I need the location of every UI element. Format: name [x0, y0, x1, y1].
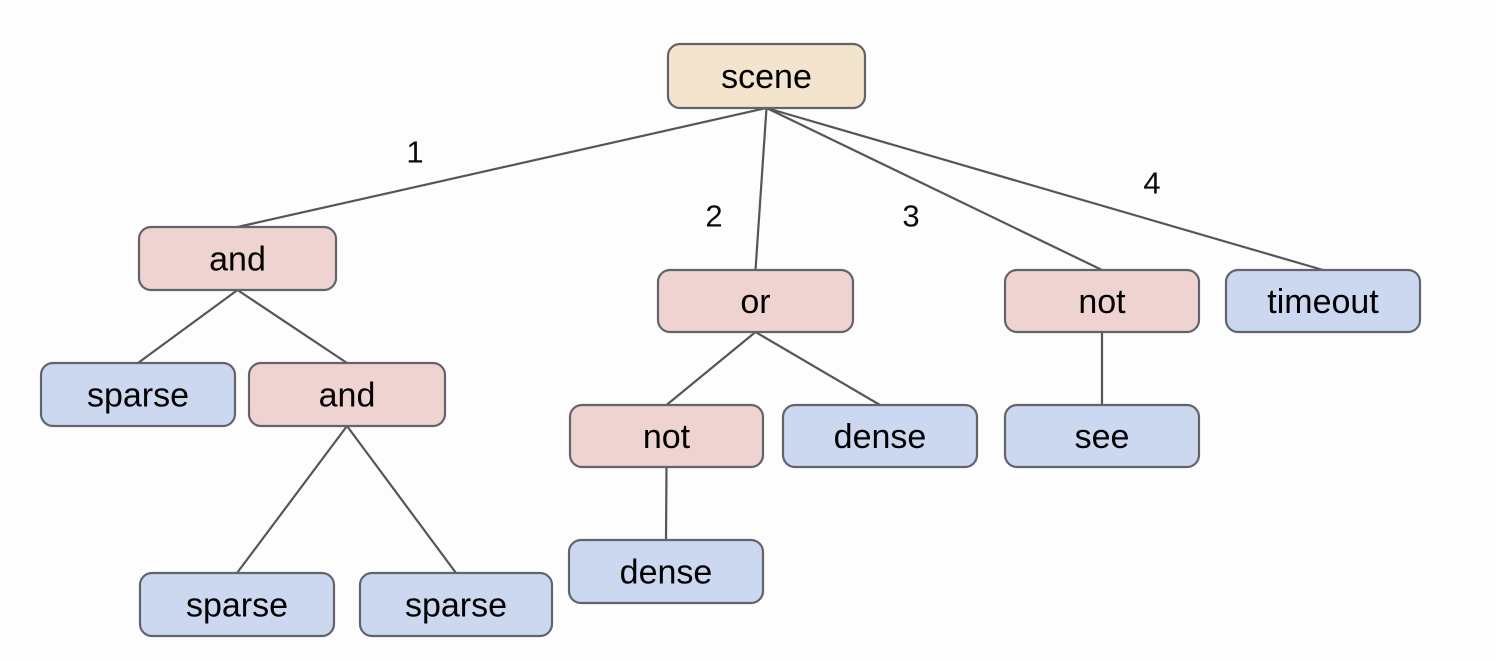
node-box-dense2[interactable]	[567, 538, 765, 605]
edge-or1-to-dense1	[754, 330, 882, 407]
node-box-and1[interactable]	[137, 225, 338, 292]
edge-label-2: 2	[705, 199, 722, 234]
node-dense2[interactable]: dense	[567, 538, 765, 605]
nodes-layer: scene and sparse and sparse sparse or not dense d…	[39, 42, 1422, 638]
edge-scene-to-or1	[754, 106, 768, 272]
edge-and1-to-sparse1	[136, 288, 239, 365]
node-label-not2: not	[1078, 283, 1126, 321]
node-and1[interactable]: and	[137, 225, 338, 292]
node-label-or1: or	[740, 283, 770, 321]
node-box-scene[interactable]	[666, 42, 867, 110]
node-label-and1: and	[209, 241, 266, 279]
edge-scene-to-and1	[236, 106, 768, 229]
node-label-sparse2: sparse	[186, 587, 288, 625]
node-label-see1: see	[1075, 418, 1130, 456]
node-box-sparse1[interactable]	[39, 361, 237, 428]
edge-label-3: 3	[902, 199, 919, 234]
node-see1[interactable]: see	[1003, 403, 1201, 469]
node-not2[interactable]: not	[1003, 268, 1201, 334]
edge-and1-to-and2	[236, 288, 349, 365]
node-label-not1: not	[643, 418, 691, 456]
edge-label-1: 1	[406, 135, 423, 170]
edge-scene-to-timeout1	[765, 106, 1325, 272]
node-box-see1[interactable]	[1003, 403, 1201, 469]
node-label-dense1: dense	[834, 418, 927, 456]
edge-and2-to-sparse3	[345, 424, 458, 575]
node-dense1[interactable]: dense	[781, 403, 979, 469]
node-or1[interactable]: or	[656, 268, 855, 334]
node-box-not1[interactable]	[568, 403, 765, 469]
node-not1[interactable]: not	[568, 403, 765, 469]
node-box-sparse3[interactable]	[358, 571, 554, 638]
node-label-dense2: dense	[620, 554, 713, 592]
node-sparse2[interactable]: sparse	[138, 571, 336, 638]
edge-labels-layer: 1 2 3 4	[406, 135, 1160, 234]
node-label-sparse3: sparse	[405, 587, 507, 625]
edge-and2-to-sparse2	[235, 424, 349, 575]
node-box-timeout1[interactable]	[1224, 268, 1422, 334]
node-label-and2: and	[319, 377, 376, 415]
node-box-and2[interactable]	[247, 361, 447, 428]
node-label-sparse1: sparse	[87, 377, 189, 415]
node-and2[interactable]: and	[247, 361, 447, 428]
node-box-or1[interactable]	[656, 268, 855, 334]
node-sparse3[interactable]: sparse	[358, 571, 554, 638]
node-box-not2[interactable]	[1003, 268, 1201, 334]
edge-or1-to-not1	[665, 330, 757, 407]
node-label-scene: scene	[721, 58, 812, 96]
edge-scene-to-not2	[765, 106, 1104, 272]
edges-layer	[136, 106, 1325, 575]
edge-label-4: 4	[1143, 166, 1160, 201]
node-sparse1[interactable]: sparse	[39, 361, 237, 428]
node-label-timeout1: timeout	[1267, 283, 1379, 321]
edge-not1-to-dense2	[664, 465, 668, 542]
node-scene[interactable]: scene	[666, 42, 867, 110]
node-timeout1[interactable]: timeout	[1224, 268, 1422, 334]
node-box-dense1[interactable]	[781, 403, 979, 469]
node-box-sparse2[interactable]	[138, 571, 336, 638]
